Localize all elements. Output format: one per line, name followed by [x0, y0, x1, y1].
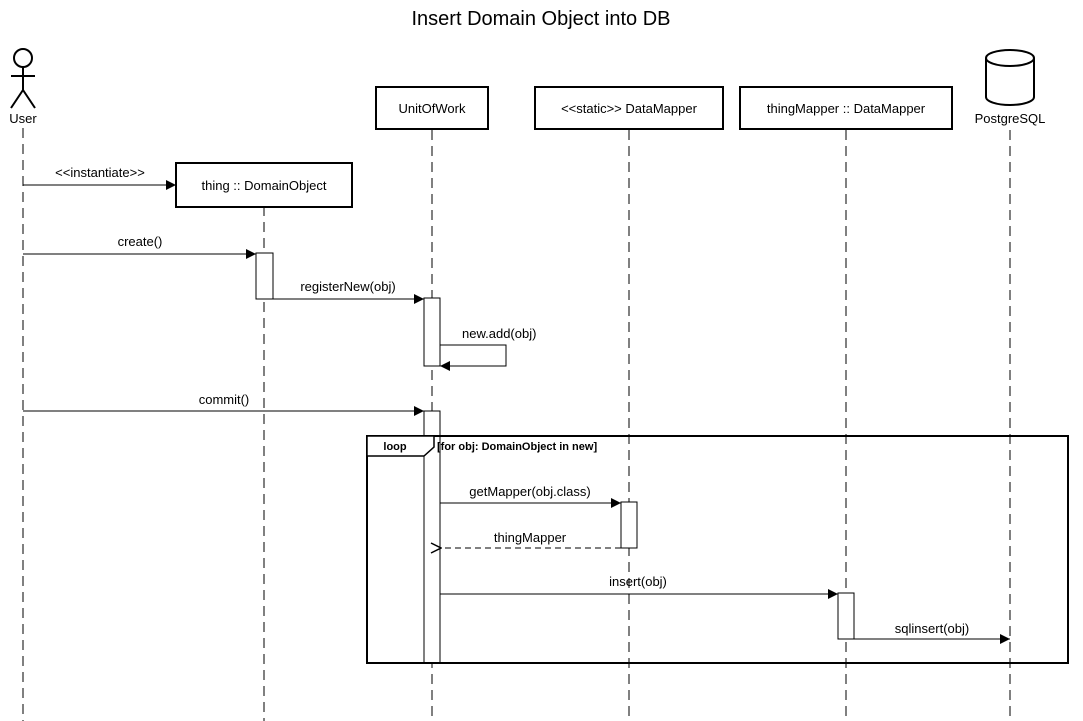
database-icon [985, 49, 1035, 106]
static-data-mapper-box [534, 86, 724, 130]
loop-frame-tab [366, 435, 435, 457]
thing-domain-object-box [175, 162, 353, 208]
loop-guard: [for obj: DomainObject in new] [437, 441, 597, 453]
register-new-message-label: registerNew(obj) [300, 279, 395, 294]
sql-insert-message-label: sqlinsert(obj) [895, 621, 969, 636]
loop-keyword: loop [383, 441, 406, 453]
insert-message-label: insert(obj) [609, 574, 667, 589]
thing-mapper-label: thingMapper :: DataMapper [767, 101, 926, 116]
unit-of-work-label: UnitOfWork [399, 101, 466, 116]
thing-domain-object-label: thing :: DomainObject [201, 178, 326, 193]
new-add-message-label: new.add(obj) [462, 326, 536, 341]
thing-activation [255, 252, 274, 300]
postgres-label: PostgreSQL [975, 111, 1046, 126]
create-message-label: create() [118, 234, 163, 249]
instantiate-message-label: <<instantiate>> [55, 165, 145, 180]
thing-mapper-activation [837, 592, 855, 640]
unit-of-work-activation-1 [423, 297, 441, 367]
static-data-mapper-label: <<static>> DataMapper [561, 101, 698, 116]
user-label: User [9, 111, 37, 126]
diagram-title: Insert Domain Object into DB [412, 8, 671, 30]
commit-message-label: commit() [199, 392, 250, 407]
get-mapper-message-label: getMapper(obj.class) [469, 484, 590, 499]
user-actor-icon [10, 48, 36, 109]
unit-of-work-box [375, 86, 489, 130]
thing-mapper-box [739, 86, 953, 130]
static-data-mapper-activation [620, 501, 638, 549]
new-add-self-message-arrow [440, 344, 507, 371]
return-thing-mapper-label: thingMapper [494, 530, 567, 545]
loop-frame [366, 435, 1069, 664]
